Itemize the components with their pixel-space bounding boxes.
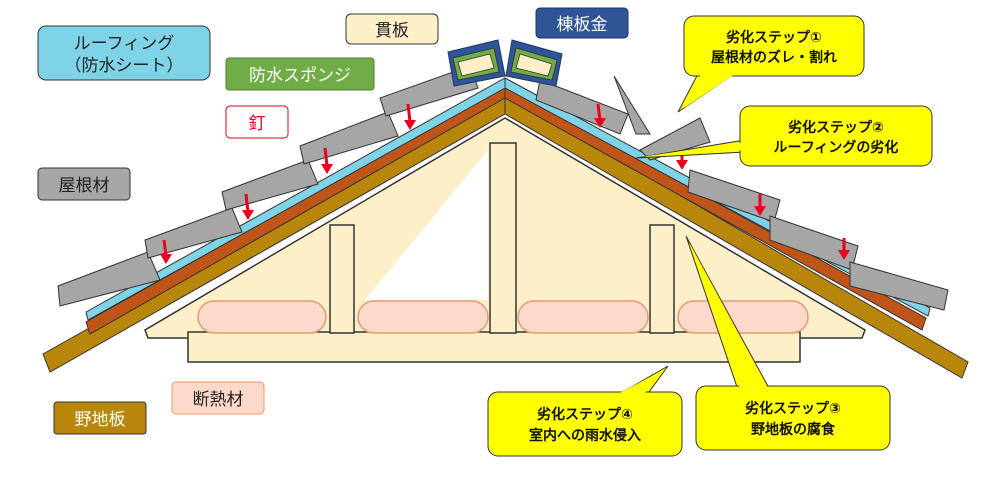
post-left (329, 224, 355, 334)
roof-tile (144, 207, 243, 259)
roof-tile (849, 261, 949, 311)
label-nail: 釘 (225, 105, 289, 139)
nail-arrow (242, 193, 254, 220)
svg-text:釘: 釘 (249, 114, 266, 134)
nail-arrow (838, 238, 850, 260)
label-nukiita: 貫板 (345, 13, 439, 45)
svg-text:劣化ステップ①: 劣化ステップ① (726, 29, 822, 46)
label-sheathing: 野地板 (53, 401, 147, 435)
post-right (649, 224, 675, 334)
callout-step1: 劣化ステップ① 屋根材のズレ・割れ (677, 15, 865, 113)
callout-step2: 劣化ステップ② ルーフィングの劣化 (635, 105, 933, 167)
nail-arrows (160, 103, 850, 264)
insulation-pill (357, 300, 489, 334)
svg-text:室内への雨水侵入: 室内への雨水侵入 (529, 427, 641, 444)
ridge-cap (447, 39, 563, 87)
label-roofing-line1: ルーフィング (74, 34, 175, 54)
king-post (489, 142, 517, 334)
nail-arrow (321, 147, 333, 174)
svg-text:棟板金: 棟板金 (557, 15, 608, 35)
roof-tile (57, 251, 161, 307)
svg-text:野地板の腐食: 野地板の腐食 (751, 421, 836, 438)
svg-text:劣化ステップ③: 劣化ステップ③ (745, 400, 841, 417)
label-roof-material: 屋根材 (37, 167, 131, 201)
insulation-pill (677, 300, 809, 334)
svg-text:野地板: 野地板 (75, 410, 126, 430)
nail-arrow (594, 103, 606, 128)
label-insulation: 断熱材 (171, 381, 265, 415)
svg-text:貫板: 貫板 (375, 21, 409, 41)
svg-text:劣化ステップ④: 劣化ステップ④ (537, 406, 633, 423)
svg-text:防水スポンジ: 防水スポンジ (249, 66, 351, 86)
svg-text:断熱材: 断熱材 (193, 390, 244, 410)
svg-text:屋根材: 屋根材 (59, 176, 110, 196)
truss-opening-left (330, 150, 488, 300)
callout-step3: 劣化ステップ③ 野地板の腐食 (685, 235, 891, 451)
roof-tile (613, 75, 651, 135)
svg-text:劣化ステップ②: 劣化ステップ② (788, 119, 884, 136)
label-munaitagane: 棟板金 (535, 7, 629, 39)
roof-truss (144, 117, 866, 363)
label-roofing-line2: （防水シート） (65, 56, 184, 76)
insulation-pill (197, 300, 327, 334)
ceiling-joist (187, 331, 801, 363)
insulation-pill (517, 300, 649, 334)
roof-tile (535, 79, 629, 135)
label-roofing: ルーフィング （防水シート） (37, 25, 211, 81)
insulation (197, 300, 809, 334)
nail-arrow (160, 239, 172, 264)
svg-text:ルーフィングの劣化: ルーフィングの劣化 (774, 139, 899, 156)
svg-text:屋根材のズレ・割れ: 屋根材のズレ・割れ (711, 49, 837, 66)
label-sponge: 防水スポンジ (225, 57, 375, 91)
nail-arrow (754, 194, 766, 216)
callout-step4: 劣化ステップ④ 室内への雨水侵入 (487, 365, 683, 457)
nail-arrow (404, 103, 416, 130)
